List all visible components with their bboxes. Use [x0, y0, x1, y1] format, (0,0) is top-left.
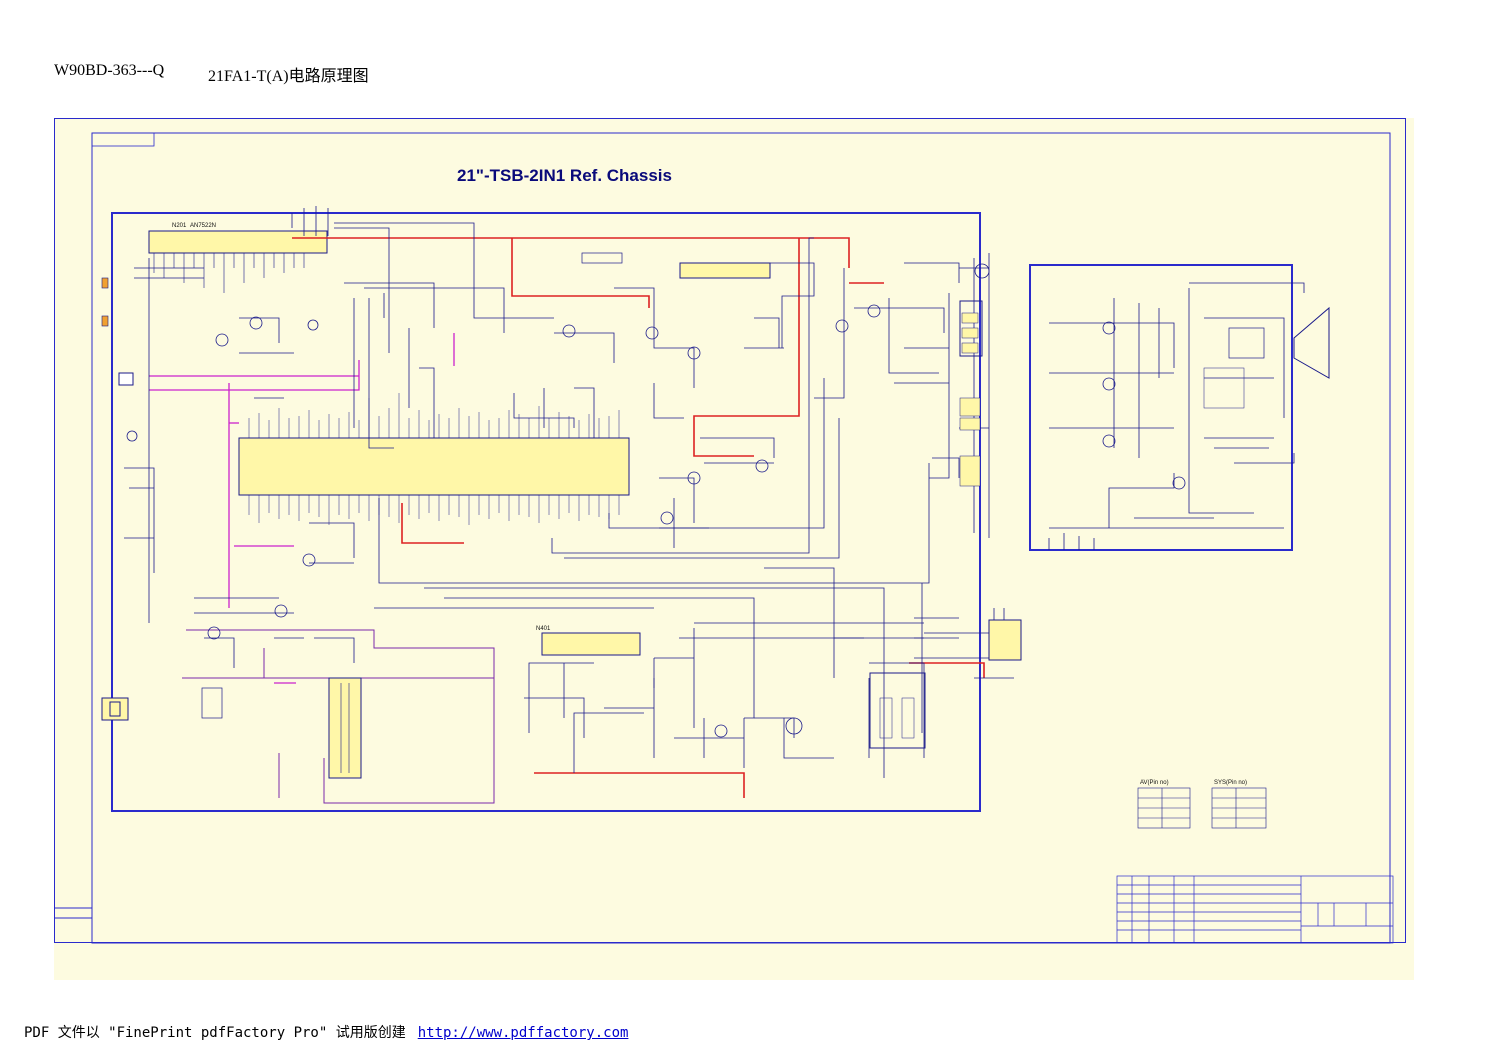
av-table-title: AV(Pin no) — [1140, 780, 1169, 786]
sys-table-title: SYS(Pin no) — [1214, 780, 1248, 786]
pdf-footer: PDF 文件以 "FinePrint pdfFactory Pro" 试用版创建… — [24, 1022, 628, 1042]
document-title: 21FA1-T(A)电路原理图 — [208, 68, 369, 85]
document-code: W90BD-363---Q — [54, 62, 165, 79]
schematic-title: 21"-TSB-2IN1 Ref. Chassis — [457, 166, 672, 185]
ic-label-n401: N401 — [536, 626, 551, 632]
ic-label-n201: N201 — [172, 223, 187, 229]
schematic-sheet: 21"-TSB-2IN1 Ref. Chassis N201 AN7522N N… — [54, 118, 1414, 980]
schematic-drawing — [54, 118, 1406, 944]
ic-label-an7522n: AN7522N — [190, 223, 217, 229]
footer-link[interactable]: http://www.pdffactory.com — [417, 1025, 629, 1041]
footer-text: PDF 文件以 "FinePrint pdfFactory Pro" 试用版创建 — [24, 1025, 406, 1041]
